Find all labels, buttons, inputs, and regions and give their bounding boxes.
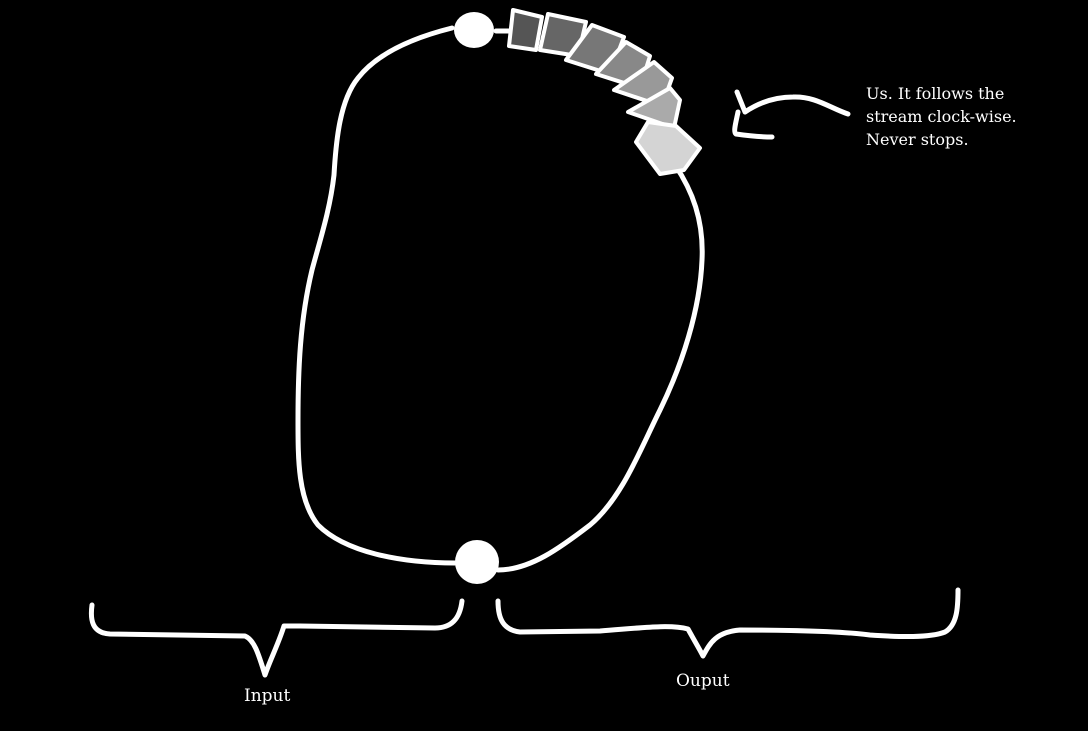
annotation-line-2: stream clock-wise. bbox=[866, 107, 1017, 126]
annotation-line-3: Never stops. bbox=[866, 130, 969, 149]
us-segment-1 bbox=[507, 8, 544, 52]
annotation-line-1: Us. It follows the bbox=[866, 84, 1005, 103]
input-label: Input bbox=[244, 686, 291, 706]
input-bracket bbox=[88, 598, 465, 678]
us-segment-7 bbox=[634, 120, 702, 176]
top-node bbox=[454, 12, 494, 48]
stream-loop bbox=[295, 25, 458, 566]
stream-loop-right bbox=[495, 162, 705, 573]
output-bracket bbox=[495, 587, 961, 659]
arrow-icon bbox=[732, 89, 851, 140]
bottom-node bbox=[455, 540, 499, 584]
us-annotation: Us. It follows the stream clock-wise. Ne… bbox=[866, 82, 1066, 151]
output-label: Ouput bbox=[676, 671, 730, 691]
